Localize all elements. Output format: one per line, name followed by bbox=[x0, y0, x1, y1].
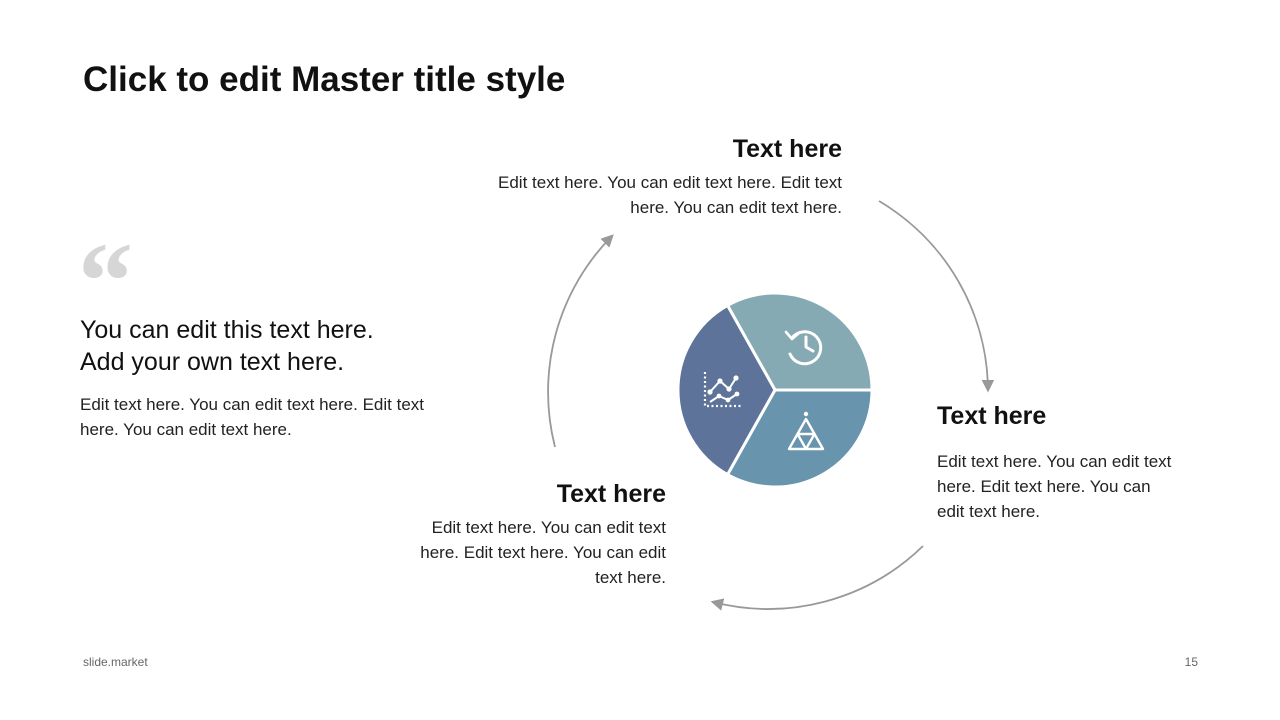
text-block-bottom: Text here Edit text here. You can edit t… bbox=[400, 479, 666, 590]
arrow-left bbox=[547, 234, 614, 448]
footer-brand: slide.market bbox=[83, 655, 148, 669]
text-block-right: Text here Edit text here. You can edit t… bbox=[937, 401, 1182, 524]
page-number: 15 bbox=[1184, 655, 1198, 669]
text-block-top: Text here Edit text here. You can edit t… bbox=[490, 134, 842, 220]
page-title: Click to edit Master title style bbox=[83, 60, 566, 99]
arrow-top-right bbox=[878, 200, 995, 393]
pie-segment-top-right bbox=[725, 291, 874, 392]
text-block-bottom-heading: Text here bbox=[556, 480, 666, 508]
lead-body: Edit text here. You can edit text here. … bbox=[80, 395, 424, 439]
lead-text: You can edit this text here. Add your ow… bbox=[80, 314, 480, 378]
text-block-top-body: Edit text here. You can edit text here. … bbox=[498, 173, 842, 217]
text-block-right-body: Edit text here. You can edit text here. … bbox=[937, 452, 1172, 521]
text-block-bottom-body: Edit text here. You can edit text here. … bbox=[420, 518, 666, 587]
history-icon bbox=[784, 330, 823, 366]
quote-icon: “ bbox=[78, 220, 133, 342]
lead-line-2: Add your own text here. bbox=[80, 348, 345, 376]
arrow-bottom bbox=[710, 545, 924, 611]
text-block-top-heading: Text here bbox=[732, 135, 842, 163]
triangle-icon bbox=[787, 411, 825, 451]
text-block-right-heading: Text here bbox=[937, 402, 1047, 430]
lead-line-1: You can edit this text here. bbox=[80, 316, 374, 344]
pie-segment-left bbox=[676, 303, 777, 477]
line-chart-icon bbox=[703, 372, 741, 408]
